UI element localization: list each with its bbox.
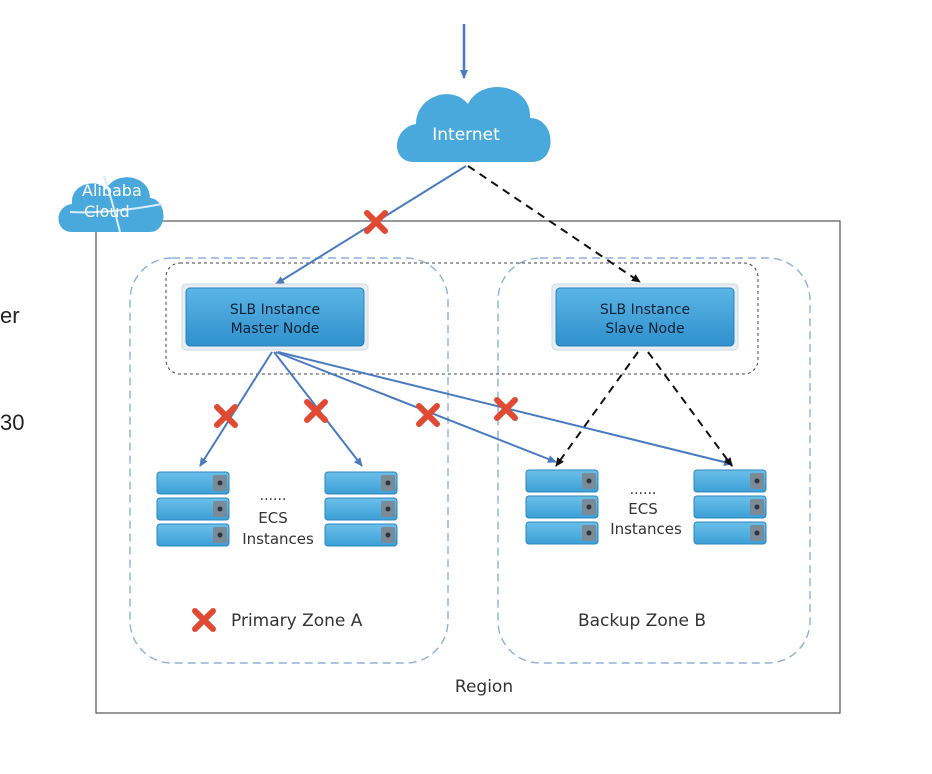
failure-mark-internet — [367, 213, 385, 231]
internet-cloud-icon — [396, 87, 551, 162]
slb-master-label-1: SLB Instance — [230, 302, 320, 318]
internet-label: Internet — [432, 125, 500, 145]
arrow-internet-to-slave — [467, 165, 641, 283]
ecs-server-b2-icon — [693, 469, 767, 545]
ecs-a-label-2: Instances — [242, 530, 314, 548]
ecs-b-ellipsis: ...... — [630, 482, 657, 498]
alibaba-cloud-icon — [58, 175, 164, 233]
slb-master-node — [181, 283, 369, 351]
backup-zone-b — [497, 257, 811, 664]
slb-slave-node — [551, 283, 739, 351]
primary-zone-failure-icon — [195, 611, 213, 629]
ecs-server-b1-icon — [525, 469, 599, 545]
arrow-slave-to-ecs-b2 — [647, 351, 733, 467]
primary-zone-label: Primary Zone A — [231, 611, 363, 631]
alibaba-cloud-label-2: Cloud — [84, 202, 130, 221]
cropped-text-fragment-1: er — [0, 303, 20, 328]
region-box — [95, 220, 841, 714]
backup-zone-label: Backup Zone B — [578, 611, 706, 631]
ecs-server-a1-icon — [156, 471, 230, 547]
region-label: Region — [455, 677, 513, 697]
ecs-server-a2-icon — [324, 471, 398, 547]
slb-slave-label-1: SLB Instance — [600, 302, 690, 318]
ecs-b-label-2: Instances — [610, 520, 682, 538]
slb-slave-label-2: Slave Node — [605, 321, 684, 337]
slb-group-box — [165, 262, 759, 375]
alibaba-cloud-label-1: Alibaba — [82, 181, 142, 200]
failure-mark-ecs-a2 — [307, 402, 325, 420]
arrow-slave-to-ecs-b1 — [555, 351, 639, 467]
ecs-b-label-1: ECS — [628, 500, 657, 518]
slb-master-label-2: Master Node — [231, 321, 320, 337]
ecs-a-label-1: ECS — [258, 509, 287, 527]
cropped-text-fragment-2: 30 — [0, 410, 25, 435]
primary-zone-a — [129, 257, 449, 664]
ecs-a-ellipsis: ...... — [260, 488, 287, 504]
arrow-master-to-ecs-b1 — [275, 351, 557, 463]
